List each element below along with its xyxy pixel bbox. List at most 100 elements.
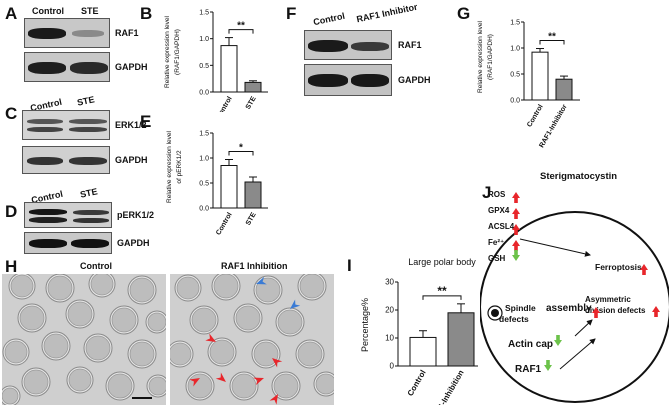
y-tick-label: 1.0 (199, 156, 209, 163)
oocyte (8, 274, 36, 300)
oocyte (21, 367, 51, 397)
significance-marker: ** (437, 284, 447, 298)
red-arrowhead-icon (269, 394, 278, 405)
y-axis-label: Relative expression level (166, 131, 173, 203)
oocyte (88, 274, 116, 298)
y-tick-label: 0.5 (510, 72, 520, 79)
y-tick-label: 0.0 (199, 206, 209, 213)
oocyte (127, 275, 157, 305)
down-arrow-icon (554, 335, 562, 346)
panel-label-c: C (5, 104, 18, 123)
y-tick-label: 1.5 (510, 20, 520, 27)
y-tick-label: 0.5 (199, 63, 209, 70)
panel-label-i: I (347, 256, 352, 275)
red-arrowhead-icon (253, 377, 264, 386)
lane-label-raf1-inhibitor: RAF1 Inhibitor (355, 1, 419, 25)
oocyte (229, 371, 259, 401)
down-arrow-icon (512, 250, 520, 261)
oocyte (83, 333, 113, 363)
up-arrow-icon (512, 192, 520, 203)
x-tick-label: Control (215, 95, 234, 112)
blot-gapdh (304, 64, 392, 96)
oocyte (207, 337, 237, 367)
lane-label-ste: STE (81, 6, 99, 16)
panel-label-f: F (286, 4, 297, 23)
bar-control (220, 45, 238, 93)
y-axis-label: Relative expression level (164, 16, 171, 88)
oocyte (189, 305, 219, 335)
y-axis-label: (RAF1/GAPDH) (487, 34, 494, 80)
bar-ste (244, 181, 262, 209)
bar-ste (244, 81, 262, 93)
diagram-circle (480, 211, 669, 403)
oocyte (65, 299, 95, 329)
y-tick-label: 1.5 (199, 131, 209, 138)
significance-bracket (228, 151, 254, 156)
oocyte (253, 275, 283, 305)
spindle-label: Spindle (505, 303, 536, 313)
significance-marker: * (239, 143, 243, 154)
oocyte (41, 331, 71, 361)
oocyte (105, 371, 135, 401)
lane-label-control: Control (32, 6, 64, 16)
y-axis-label: (RAF1/GAPDH) (174, 29, 181, 75)
up-arrow-icon (652, 306, 660, 317)
oocyte (211, 274, 241, 301)
x-tick-label: STE (245, 211, 258, 227)
y-tick-label: 1.0 (510, 46, 520, 53)
significance-bracket (422, 295, 462, 300)
row-label-gapdh: GAPDH (115, 62, 148, 72)
oocyte (271, 371, 301, 401)
lane-label-ste: STE (76, 94, 96, 108)
red-arrowhead-icon (189, 378, 200, 387)
spindle-defects-label: defects (499, 314, 529, 324)
row-label-raf1: RAF1 (398, 40, 422, 50)
x-tick-label: RAF1-Inhibitor (538, 103, 569, 149)
panel-label-j: J (482, 183, 492, 202)
x-tick-label: RAF1-Inhibition (428, 368, 466, 405)
red-arrowhead-icon (215, 372, 226, 382)
oocyte (2, 338, 30, 366)
significance-marker: ** (548, 32, 556, 43)
asymmetric-label: Asymmetric (585, 295, 631, 304)
up-arrow-icon (512, 224, 520, 235)
oocyte (185, 371, 215, 401)
up-arrow-icon (592, 307, 600, 318)
oocyte (145, 310, 166, 334)
diagram-item-label: Fe²⁺ (488, 238, 504, 247)
diagram-title: Sterigmatocystin (540, 171, 617, 182)
division-defects-label: division defects (585, 306, 646, 315)
bar-chart-g: 0.00.51.01.5ControlRAF1-Inhibitor**Relat… (477, 20, 580, 149)
oocyte (251, 339, 281, 369)
panel-label-g: G (457, 4, 471, 23)
actin-cap-label: Actin cap (508, 339, 553, 350)
diagram-item-label: ACSL4 (488, 222, 515, 231)
red-arrowhead-icon (205, 333, 216, 342)
significance-marker: ** (237, 21, 245, 32)
bar-raf1-inhibition (447, 312, 475, 367)
y-tick-label: 0.0 (510, 98, 520, 105)
lane-label-ste: STE (79, 186, 99, 200)
oocyte (297, 274, 327, 301)
blot-gapdh (24, 232, 112, 254)
oocyte (275, 307, 305, 337)
panel-label-a: A (5, 4, 18, 23)
blot-raf1 (304, 30, 392, 60)
panel-label-e: E (140, 112, 152, 131)
bar-control (220, 165, 238, 209)
micrograph-control (2, 274, 166, 405)
blue-arrowhead-icon (256, 276, 267, 285)
y-axis-label: of pERK1/2 (176, 150, 183, 184)
significance-bracket (539, 40, 565, 45)
micrograph-title-raf1-inhibition: RAF1 Inhibition (221, 261, 288, 271)
blot-raf1 (24, 18, 110, 48)
oocyte (66, 366, 94, 394)
blot-erk12 (22, 110, 110, 140)
ferroptosis-label: Ferroptosis (595, 262, 642, 272)
lane-label-control: Control (312, 10, 346, 28)
raf1-label: RAF1 (515, 364, 542, 375)
chart-title: Large polar body (408, 257, 476, 267)
diagram-item-label: GPX4 (488, 206, 510, 215)
oocyte (146, 374, 166, 398)
